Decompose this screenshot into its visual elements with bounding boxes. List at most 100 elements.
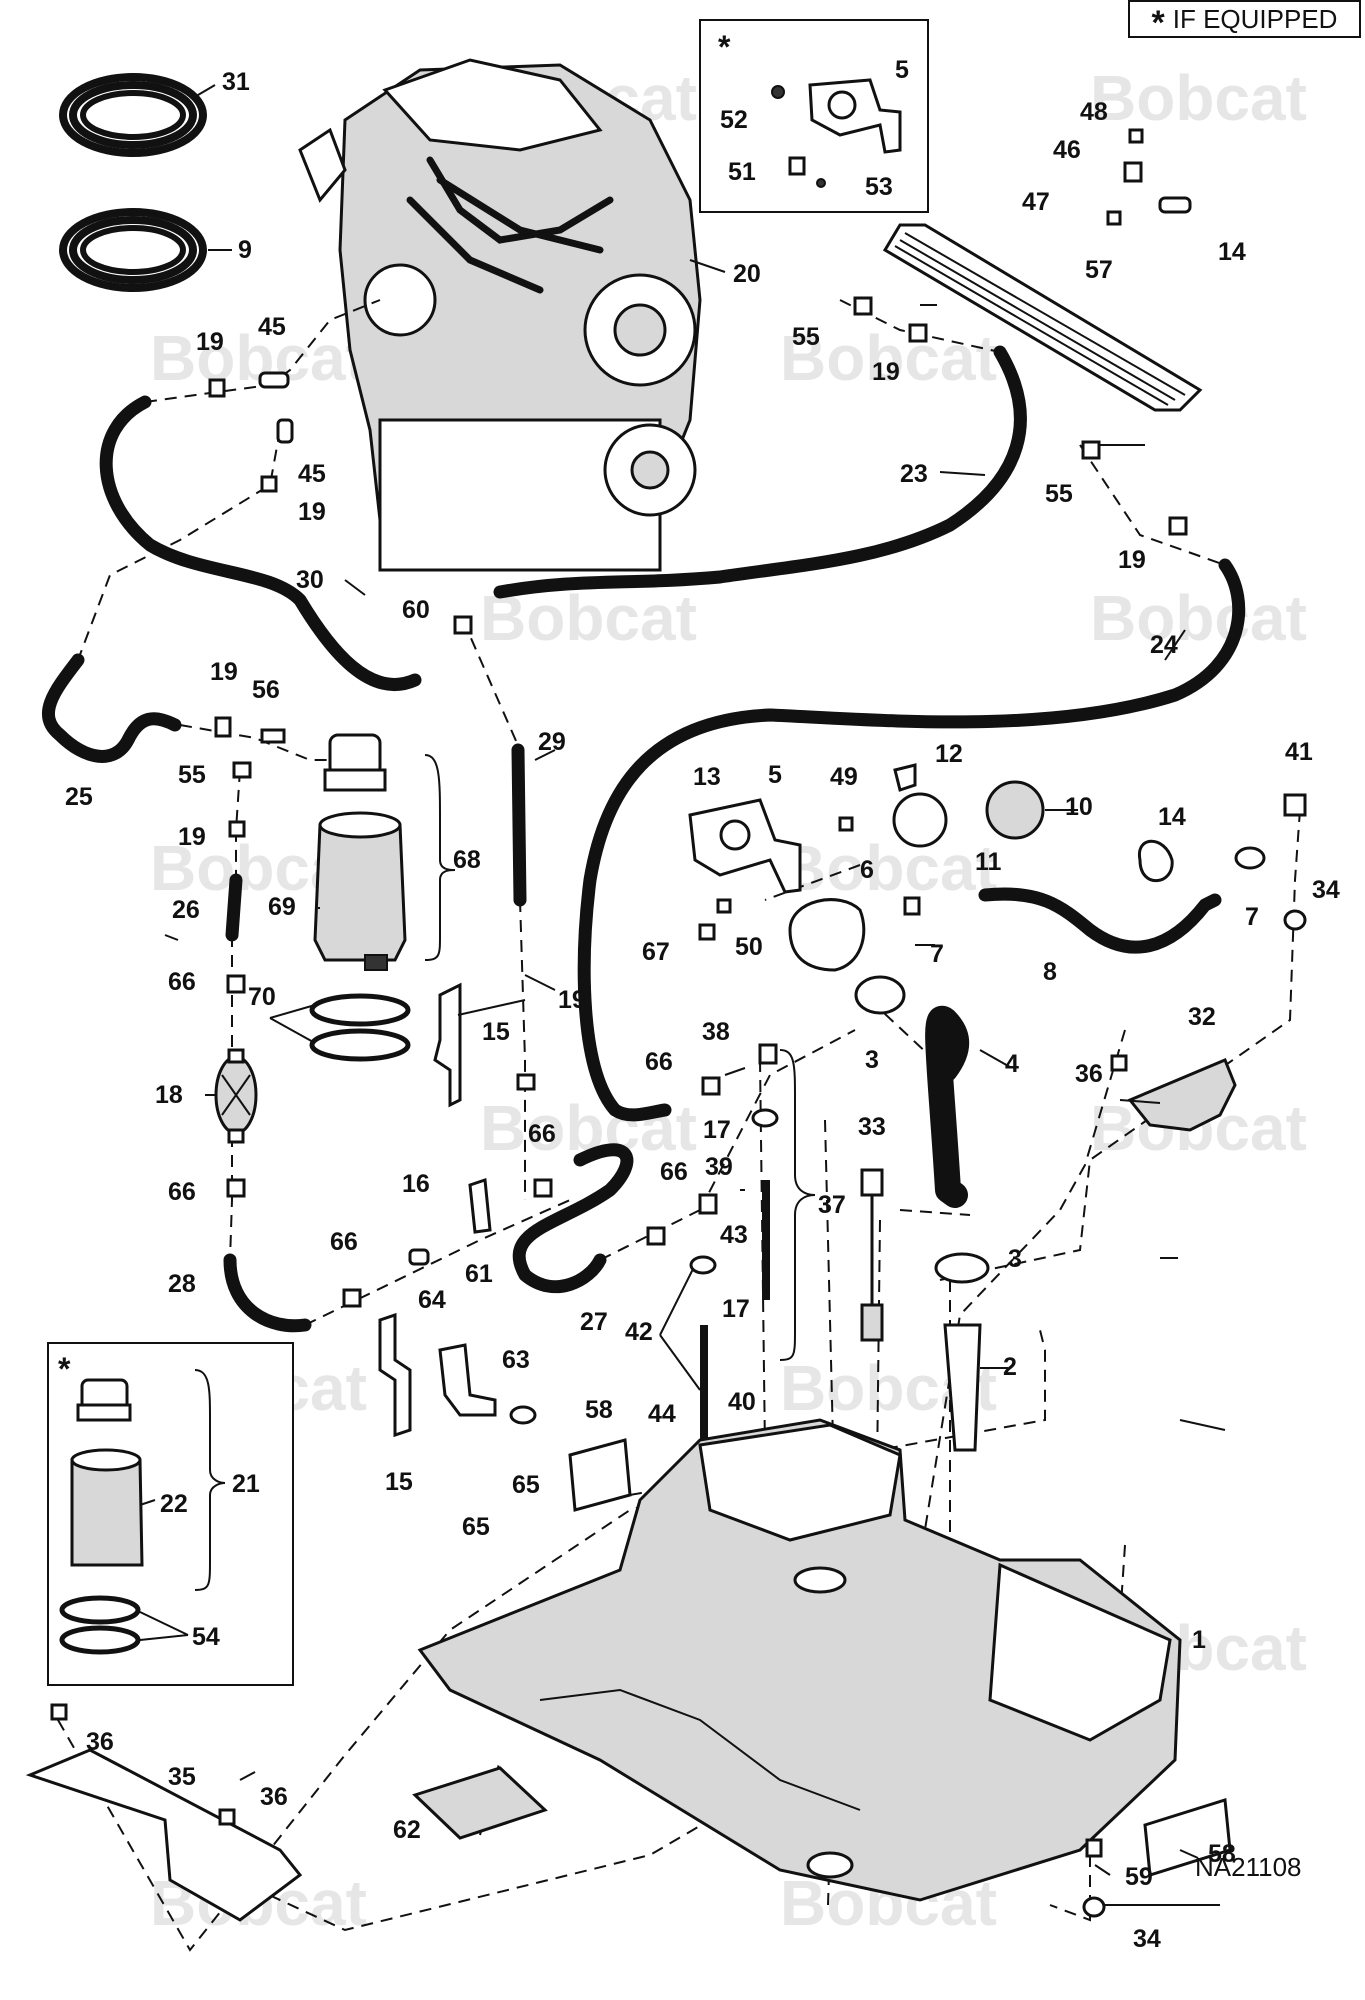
- engine: [298, 58, 702, 572]
- callout-23: 23: [900, 460, 928, 488]
- callout-37: 37: [818, 1191, 846, 1219]
- filler-neck-6: [788, 898, 866, 972]
- svg-text:Bobcat: Bobcat: [1090, 62, 1307, 134]
- hose-25: [42, 653, 182, 763]
- callout-19-a: 19: [196, 328, 224, 356]
- callout-19-d: 19: [178, 823, 206, 851]
- inset-filter-element-22: [70, 1448, 144, 1567]
- tube-44: [700, 1325, 708, 1450]
- callout-labels: * 5 52 51 53 * 21 22 54 31 9 20 19 45 45…: [58, 29, 1340, 1953]
- callout-6: 6: [860, 856, 874, 884]
- if-equipped-text: IF EQUIPPED: [1172, 3, 1338, 34]
- callout-19-e: 19: [558, 986, 586, 1014]
- callout-star-top: *: [718, 29, 731, 65]
- pad-32: [1127, 1058, 1237, 1132]
- callout-35: 35: [168, 1763, 196, 1791]
- callout-2: 2: [1003, 1353, 1017, 1381]
- hose-8: [978, 887, 1222, 954]
- fuel-cooler: [882, 223, 1203, 412]
- callout-14-b: 14: [1158, 803, 1186, 831]
- asterisk-icon: *: [1151, 4, 1165, 42]
- callout-67: 67: [642, 938, 670, 966]
- callout-19-b: 19: [298, 498, 326, 526]
- pad-58-lower: [1143, 1798, 1232, 1877]
- callout-3-a: 3: [865, 1046, 879, 1074]
- fuel-sender-33: [860, 1168, 884, 1342]
- callout-top-52: 52: [720, 106, 748, 134]
- callout-30: 30: [296, 566, 324, 594]
- callout-5: 5: [768, 761, 782, 789]
- callout-38: 38: [702, 1018, 730, 1046]
- callout-44: 44: [648, 1400, 676, 1428]
- hose-4: [925, 1005, 970, 1208]
- callout-66-e: 66: [645, 1048, 673, 1076]
- svg-text:Bobcat: Bobcat: [1090, 582, 1307, 654]
- callout-25: 25: [65, 783, 93, 811]
- callout-1: 1: [1192, 1626, 1206, 1654]
- shield-35: [25, 1748, 303, 1922]
- callout-24: 24: [1150, 631, 1178, 659]
- if-equipped-legend: * IF EQUIPPED: [1128, 0, 1361, 42]
- callout-65-a: 65: [512, 1471, 540, 1499]
- svg-text:Bobcat: Bobcat: [780, 322, 997, 394]
- hose-26: [225, 873, 243, 942]
- callout-9: 9: [238, 236, 252, 264]
- clamp-3-upper: [854, 975, 906, 1015]
- callout-69: 69: [268, 893, 296, 921]
- callout-33: 33: [858, 1113, 886, 1141]
- hose-28: [223, 1253, 312, 1333]
- callout-32: 32: [1188, 1003, 1216, 1031]
- callout-64: 64: [418, 1286, 446, 1314]
- sender-12: [893, 763, 917, 792]
- inset-filter-head: [76, 1378, 132, 1422]
- fuel-filter-element: [313, 811, 407, 971]
- fuel-line-coil-9: [59, 208, 207, 292]
- callout-leaders: [139, 84, 1226, 1906]
- bracket-63: [438, 1343, 497, 1417]
- hose-23: [493, 345, 1027, 599]
- primer-bulb: [214, 1048, 258, 1144]
- callout-70: 70: [248, 983, 276, 1011]
- callout-66-a: 66: [168, 968, 196, 996]
- svg-text:Bobcat: Bobcat: [150, 322, 367, 394]
- callout-66-d: 66: [330, 1228, 358, 1256]
- callout-41: 41: [1285, 738, 1313, 766]
- fuel-line-coil-31: [59, 73, 207, 157]
- hose-27: [512, 1143, 634, 1294]
- callout-top-51: 51: [728, 158, 756, 186]
- cap-11: [892, 792, 948, 848]
- callout-bottom-22: 22: [160, 1490, 188, 1518]
- callout-43: 43: [720, 1221, 748, 1249]
- callout-star-bottom: *: [58, 1351, 71, 1387]
- callout-top-5: 5: [895, 56, 909, 84]
- callout-40: 40: [728, 1388, 756, 1416]
- callout-15-b: 15: [385, 1468, 413, 1496]
- callout-7-b: 7: [1245, 903, 1259, 931]
- callout-7-a: 7: [930, 940, 944, 968]
- callout-19-g: 19: [1118, 546, 1146, 574]
- brace-37: [779, 1049, 816, 1361]
- drawing-code: NA21108: [1195, 1852, 1302, 1882]
- callout-45-b: 45: [298, 460, 326, 488]
- callout-10: 10: [1065, 793, 1093, 821]
- callout-26: 26: [172, 896, 200, 924]
- callout-50: 50: [735, 933, 763, 961]
- pad-58-upper: [568, 1438, 632, 1512]
- clamp-3-lower: [934, 1252, 990, 1284]
- callout-36-c: 36: [260, 1783, 288, 1811]
- callout-59: 59: [1125, 1863, 1153, 1891]
- callout-42: 42: [625, 1318, 653, 1346]
- callout-13: 13: [693, 763, 721, 791]
- svg-text:Bobcat: Bobcat: [780, 832, 997, 904]
- callout-15-a: 15: [482, 1018, 510, 1046]
- callout-58-a: 58: [585, 1396, 613, 1424]
- callout-8: 8: [1043, 958, 1057, 986]
- callout-20: 20: [733, 260, 761, 288]
- callout-65-b: 65: [462, 1513, 490, 1541]
- callout-17-a: 17: [703, 1116, 731, 1144]
- callout-34-a: 34: [1312, 876, 1340, 904]
- cap-10: [985, 780, 1045, 840]
- inset-bracket: [771, 78, 902, 188]
- callout-56: 56: [252, 676, 280, 704]
- callout-12: 12: [935, 740, 963, 768]
